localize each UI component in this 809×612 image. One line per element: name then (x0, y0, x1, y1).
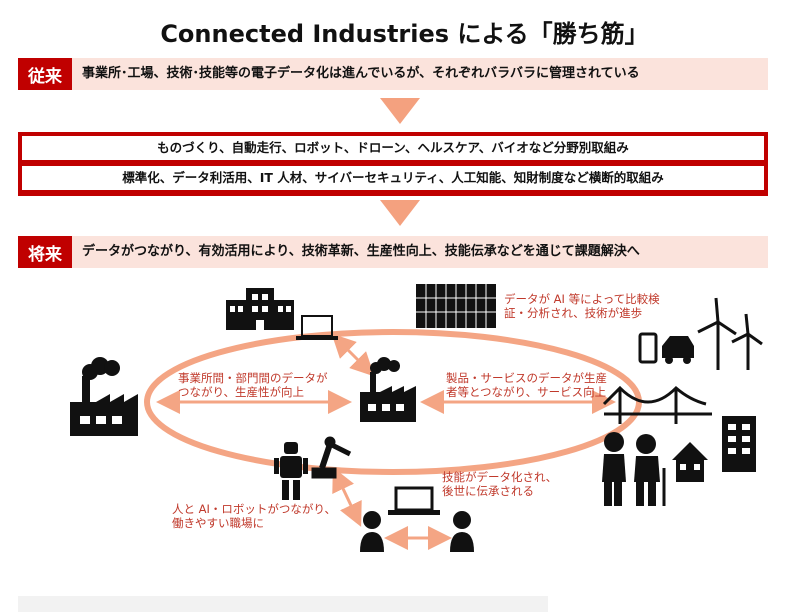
server-rack-icon (416, 284, 496, 328)
arrow-top (331, 333, 375, 377)
arrow-bottom (332, 467, 362, 527)
factory-icon (70, 357, 138, 436)
humanoid-robot-icon (274, 442, 308, 500)
factory-center-icon (360, 357, 416, 422)
connected-diagram (70, 284, 763, 552)
wind-turbine-icon (697, 297, 763, 370)
initiatives-box: ものづくり、自動走行、ロボット、ドローン、ヘルスケア、バイオなど分野別取組み 標… (18, 132, 768, 196)
down-arrow-icon (380, 200, 420, 226)
future-text: データがつながり、有効活用により、技術革新、生産性向上、技能伝承などを通じて課題… (82, 244, 640, 259)
person-icon (360, 511, 384, 552)
past-tag: 従来 (18, 58, 72, 90)
past-text: 事業所･工場、技術･技能等の電子データ化は進んでいるが、それぞれバラバラに管理さ… (82, 66, 640, 81)
office-building-icon (226, 288, 294, 330)
robot-arm-icon (311, 436, 352, 479)
initiative-cross: 標準化、データ利活用、IT 人材、サイバーセキュリティ、人工知能、知財制度など横… (22, 166, 764, 190)
smartphone-icon (638, 332, 658, 364)
annotation-ai: データが AI 等によって比較検証・分析され、技術が進歩 (504, 292, 660, 320)
initiative-sector: ものづくり、自動走行、ロボット、ドローン、ヘルスケア、バイオなど分野別取組み (22, 136, 764, 160)
future-tag: 将来 (18, 236, 72, 268)
person-icon (450, 511, 474, 552)
bridge-icon (602, 385, 712, 424)
house-icon (672, 442, 708, 482)
page-title: Connected Industries による「勝ち筋」 (160, 20, 649, 48)
laptop-icon (296, 315, 338, 340)
annotation-skills: 技能がデータ化され、後世に伝承される (442, 470, 558, 498)
annotation-products: 製品・サービスのデータが生産者等とつながり、サービス向上 (446, 371, 607, 399)
building-icon (722, 416, 756, 472)
bottom-strip (18, 596, 548, 612)
car-icon (662, 336, 694, 364)
future-band: 将来 データがつながり、有効活用により、技術革新、生産性向上、技能伝承などを通じ… (18, 236, 768, 268)
annotation-departments: 事業所間・部門間のデータがつながり、生産性が向上 (178, 371, 328, 399)
annotation-robots: 人と AI・ロボットがつながり、働きやすい職場に (172, 502, 336, 530)
elderly-couple-icon (602, 432, 666, 506)
laptop-icon (388, 486, 440, 515)
past-band: 従来 事業所･工場、技術･技能等の電子データ化は進んでいるが、それぞれバラバラに… (18, 58, 768, 90)
down-arrow-icon (380, 98, 420, 124)
